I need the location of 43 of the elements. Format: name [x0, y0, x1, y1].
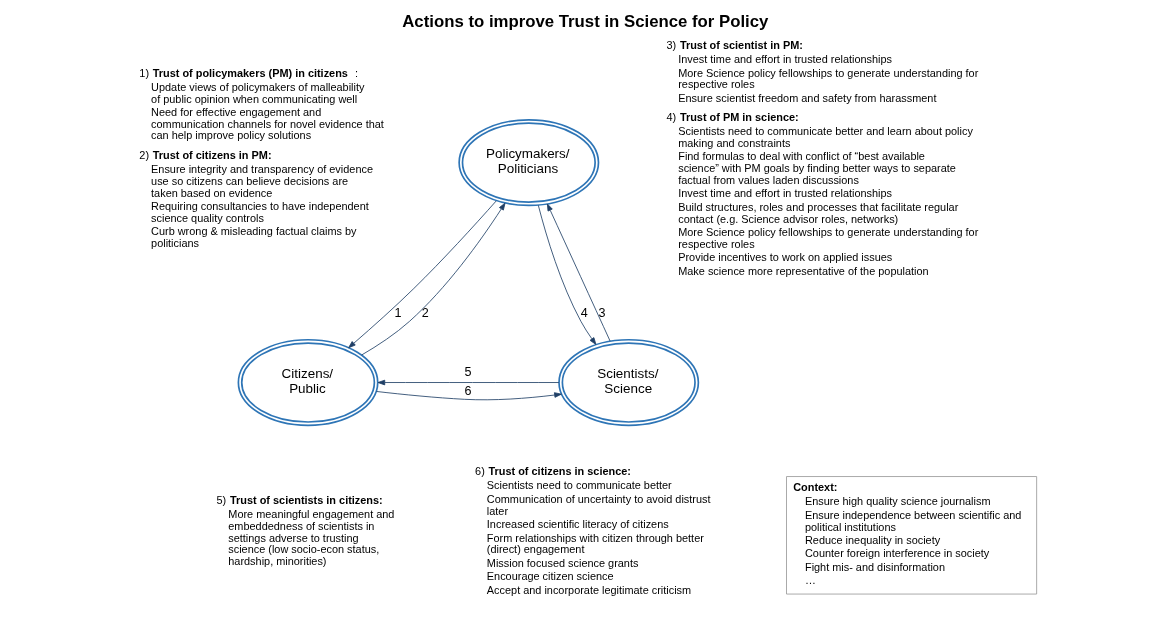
label: Build structures, roles and processes that facilitate regular contact (e.g. Science advisor roles, networks) — [677, 200, 958, 225]
label: Make science more representative of the population — [677, 264, 929, 277]
label: Ensure scientist freedom and safety from harassment — [677, 91, 936, 104]
label: Ensure integrity and transparency of evidence use so citizens can believe decisions are taken based on evidence — [150, 163, 373, 199]
label: 5) Trust of scientists in citizens: — [216, 493, 383, 506]
edge-label: 3 — [597, 306, 605, 321]
label: 6) Trust of citizens in science: — [474, 465, 631, 478]
edge-label: 5 — [464, 364, 472, 379]
label: Need for effective engagement and communication channels for novel evidence that can help improve policy solutions — [150, 105, 384, 142]
arrow — [537, 204, 596, 345]
edge-label: 2 — [421, 306, 429, 321]
label: Accept and incorporate legitimate criticism — [486, 583, 691, 596]
label: Form relationships with citizen through better (direct) engagement — [486, 531, 704, 556]
label: Invest time and effort in trusted relationships — [677, 53, 892, 66]
arrow — [375, 391, 562, 401]
label: Mission focused science grants — [486, 556, 638, 569]
label: Encourage citizen science — [486, 570, 614, 583]
edge-label: 6 — [464, 384, 472, 399]
label: Requiring consultancies to have independent science quality controls — [150, 199, 369, 224]
label: More Science policy fellowships to generate understanding for respective roles — [677, 225, 978, 250]
label: 1) Trust of policymakers (PM) in citizens: — [138, 66, 358, 79]
label: Scientists need to communicate better and learn about policy making and constraints — [677, 125, 973, 149]
label: More Science policy fellowships to generate understanding for respective roles — [677, 66, 978, 91]
arrow — [377, 379, 559, 386]
label: More meaningful engagement and embeddedness of scientists in settings adverse to trusting science (low socio-econ status, hardship, minorities) — [227, 508, 394, 568]
label: Communication of uncertainty to avoid distrust later — [486, 492, 711, 517]
arrow — [546, 203, 610, 342]
label: Invest time and effort in trusted relationships — [677, 187, 892, 200]
arrow — [360, 202, 505, 356]
label: 2) Trust of citizens in PM: — [138, 148, 272, 161]
label: 3) Trust of scientist in PM: — [665, 38, 803, 51]
edge-label: 1 — [394, 306, 402, 321]
label: Scientists need to communicate better — [486, 479, 672, 492]
edge-label: 4 — [580, 306, 588, 321]
arrow — [347, 200, 497, 349]
diagram-title: Actions to improve Trust in Science for Policy — [401, 12, 768, 32]
label: Update views of policymakers of malleability of public opinion when communicating well — [150, 80, 364, 105]
label: Increased scientific literacy of citizens — [486, 518, 669, 531]
label: 4) Trust of PM in science: — [665, 110, 799, 123]
label: Find formulas to deal with conflict of “best available science” with PM goals by finding better ways to separate factual from values laden discussions — [677, 150, 956, 186]
node-box: Context: Ensure high quality science journalism Ensure independence between scientific and political institutions Reduce inequality in society Counter foreign interference in society Fight mis- and disinformation … — [785, 476, 1037, 595]
label: Curb wrong & misleading factual claims by politicians — [150, 225, 357, 249]
label: Provide incentives to work on applied issues — [677, 251, 892, 264]
